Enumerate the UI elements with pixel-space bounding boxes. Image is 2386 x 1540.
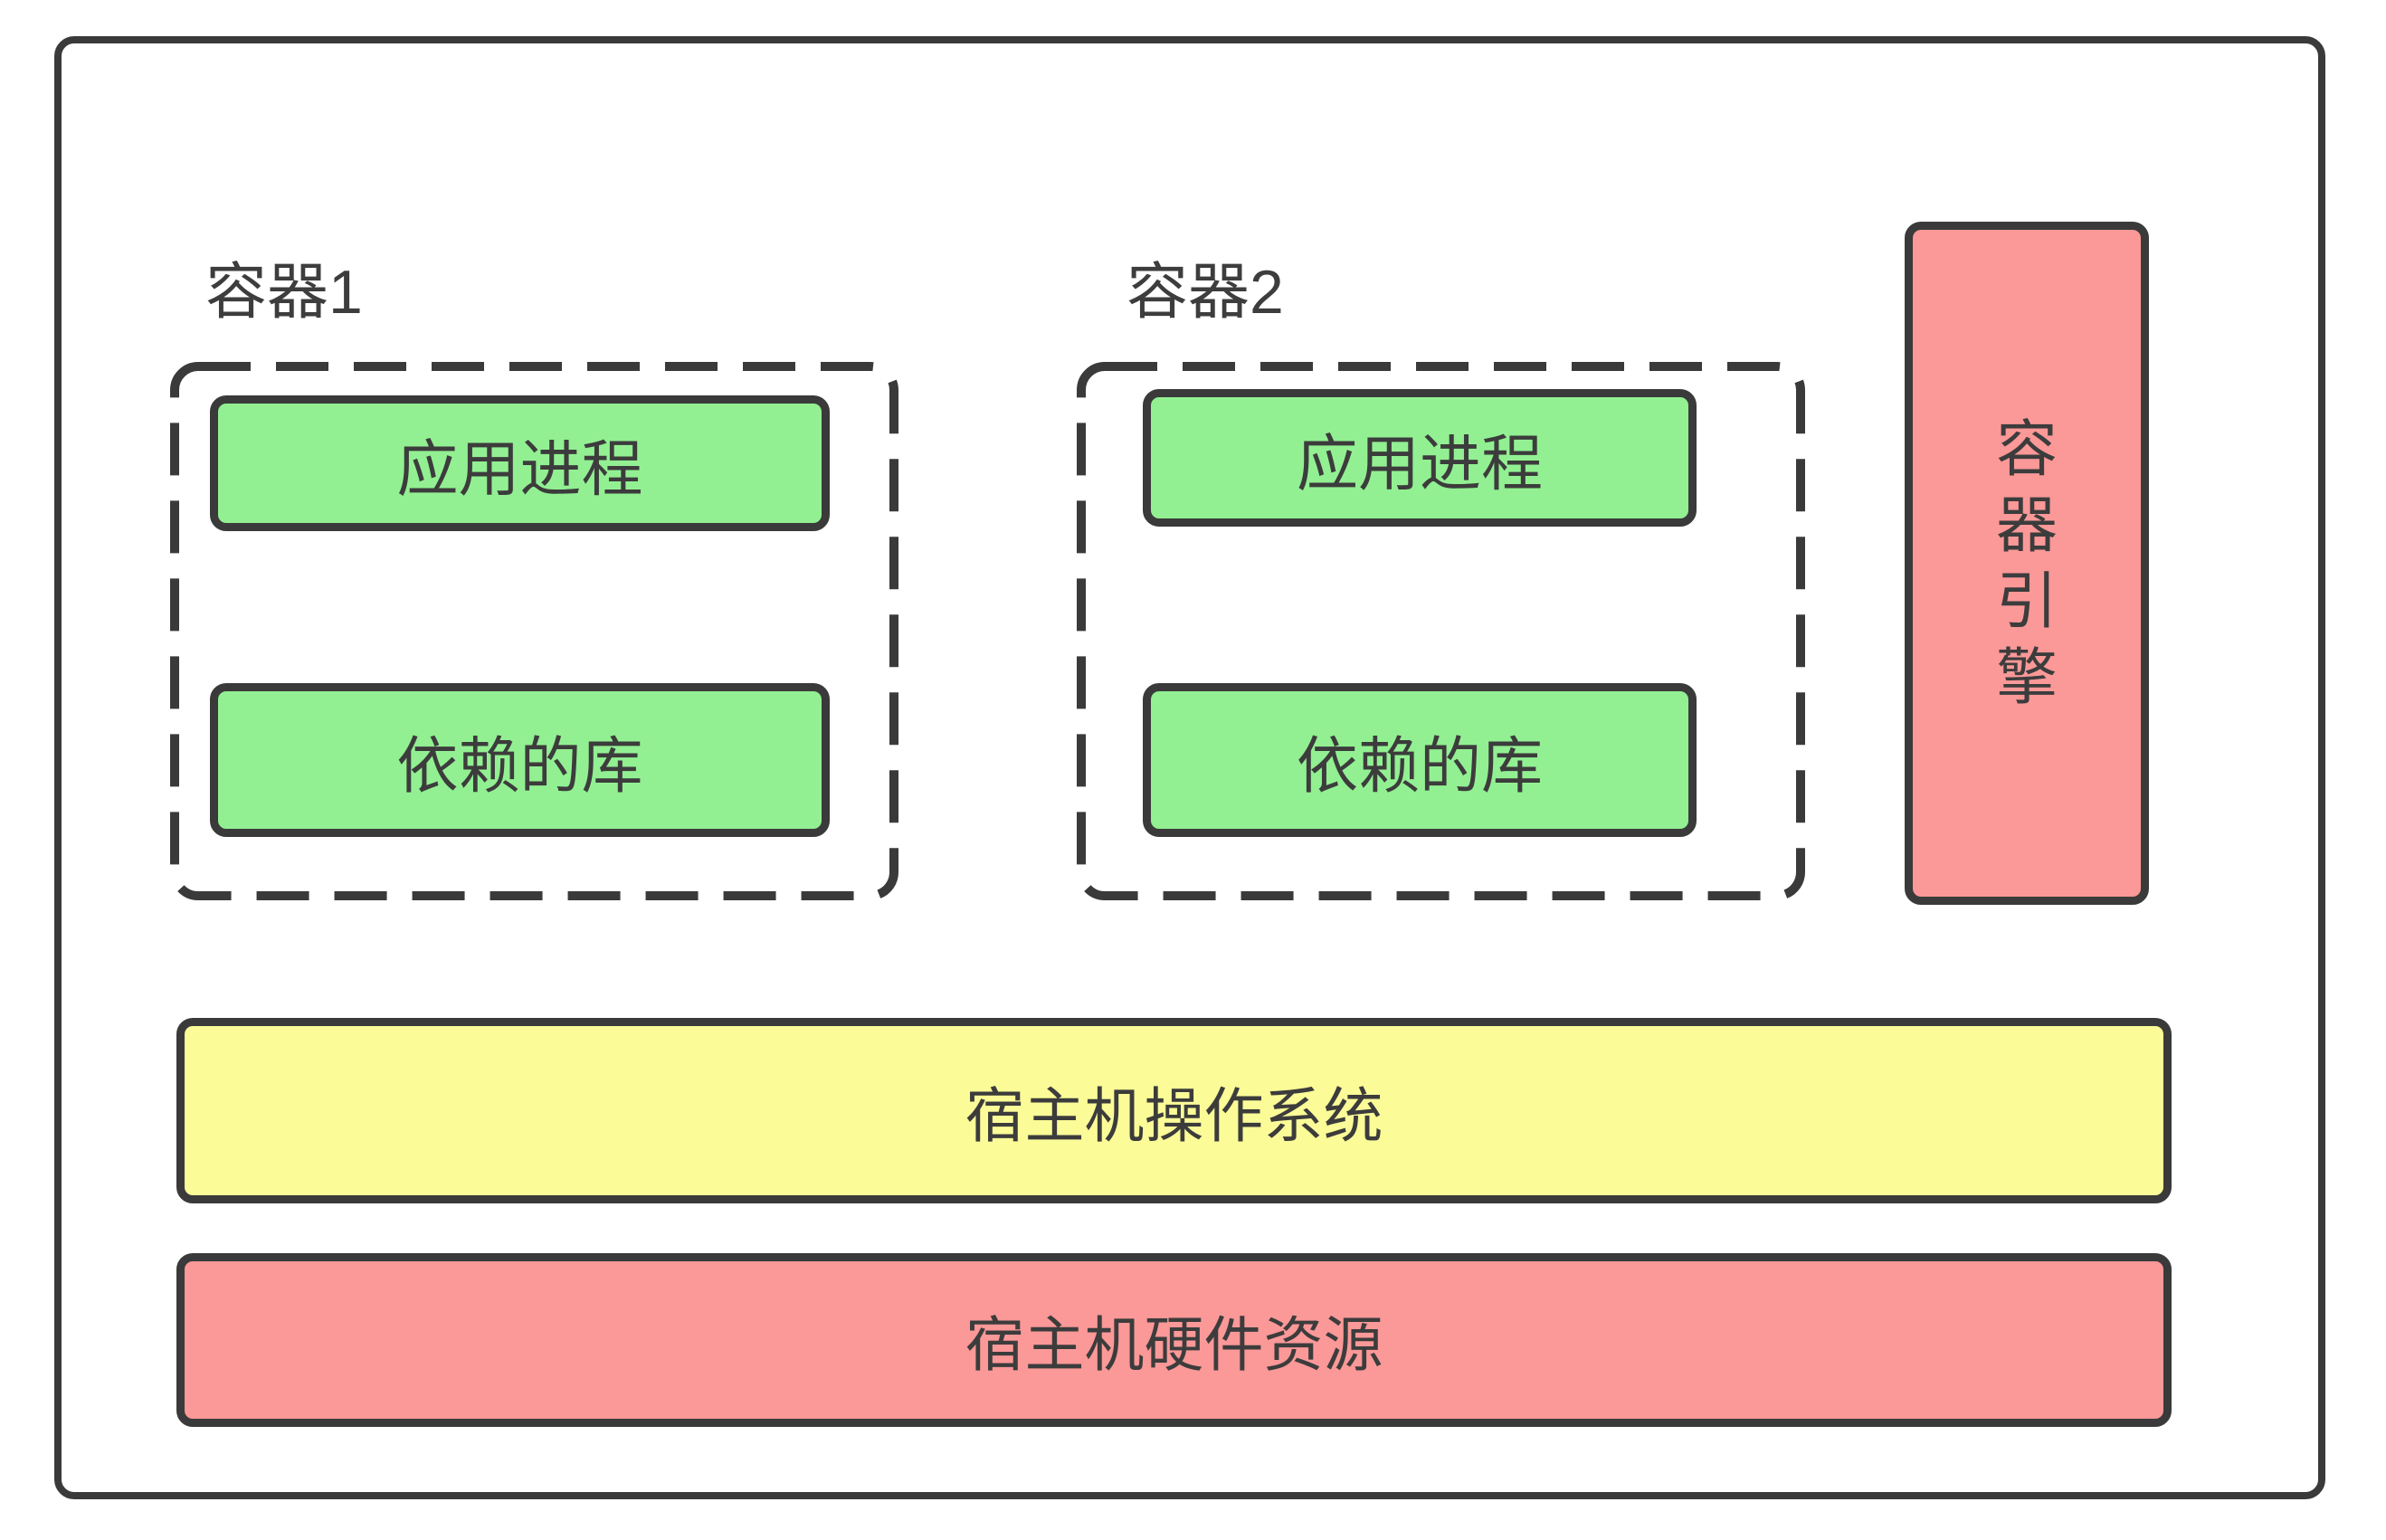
- container1-boundary: [170, 362, 898, 900]
- container1-app-process-label: 应用进程: [396, 434, 643, 504]
- container2-app-process-label: 应用进程: [1296, 429, 1543, 499]
- container1-label: 容器1: [205, 258, 363, 327]
- container2-label: 容器2: [1126, 258, 1284, 327]
- container1-dashed-border: [170, 362, 898, 900]
- container2-libraries-label: 依赖的库: [1296, 731, 1543, 801]
- host-hardware-label: 宿主机硬件资源: [965, 1311, 1383, 1378]
- container-engine-box: 容 器 引 擎: [1905, 222, 2149, 905]
- container2-boundary: [1077, 362, 1805, 900]
- container-engine-char-2: 器: [1995, 490, 2058, 560]
- container2-libraries-box: 依赖的库: [1143, 683, 1697, 837]
- host-hardware-layer: 宿主机硬件资源: [176, 1253, 2172, 1427]
- container-engine-char-3: 引: [1995, 566, 2058, 636]
- container1-libraries-label: 依赖的库: [396, 731, 643, 801]
- container-engine-char-1: 容: [1995, 414, 2058, 484]
- container-engine-char-4: 擎: [1995, 642, 2058, 712]
- container2-dashed-border: [1077, 362, 1805, 900]
- container1-app-process-box: 应用进程: [210, 395, 830, 531]
- host-os-label: 宿主机操作系统: [965, 1081, 1383, 1149]
- container1-libraries-box: 依赖的库: [210, 683, 830, 837]
- container2-app-process-box: 应用进程: [1143, 389, 1697, 527]
- host-os-layer: 宿主机操作系统: [176, 1018, 2172, 1203]
